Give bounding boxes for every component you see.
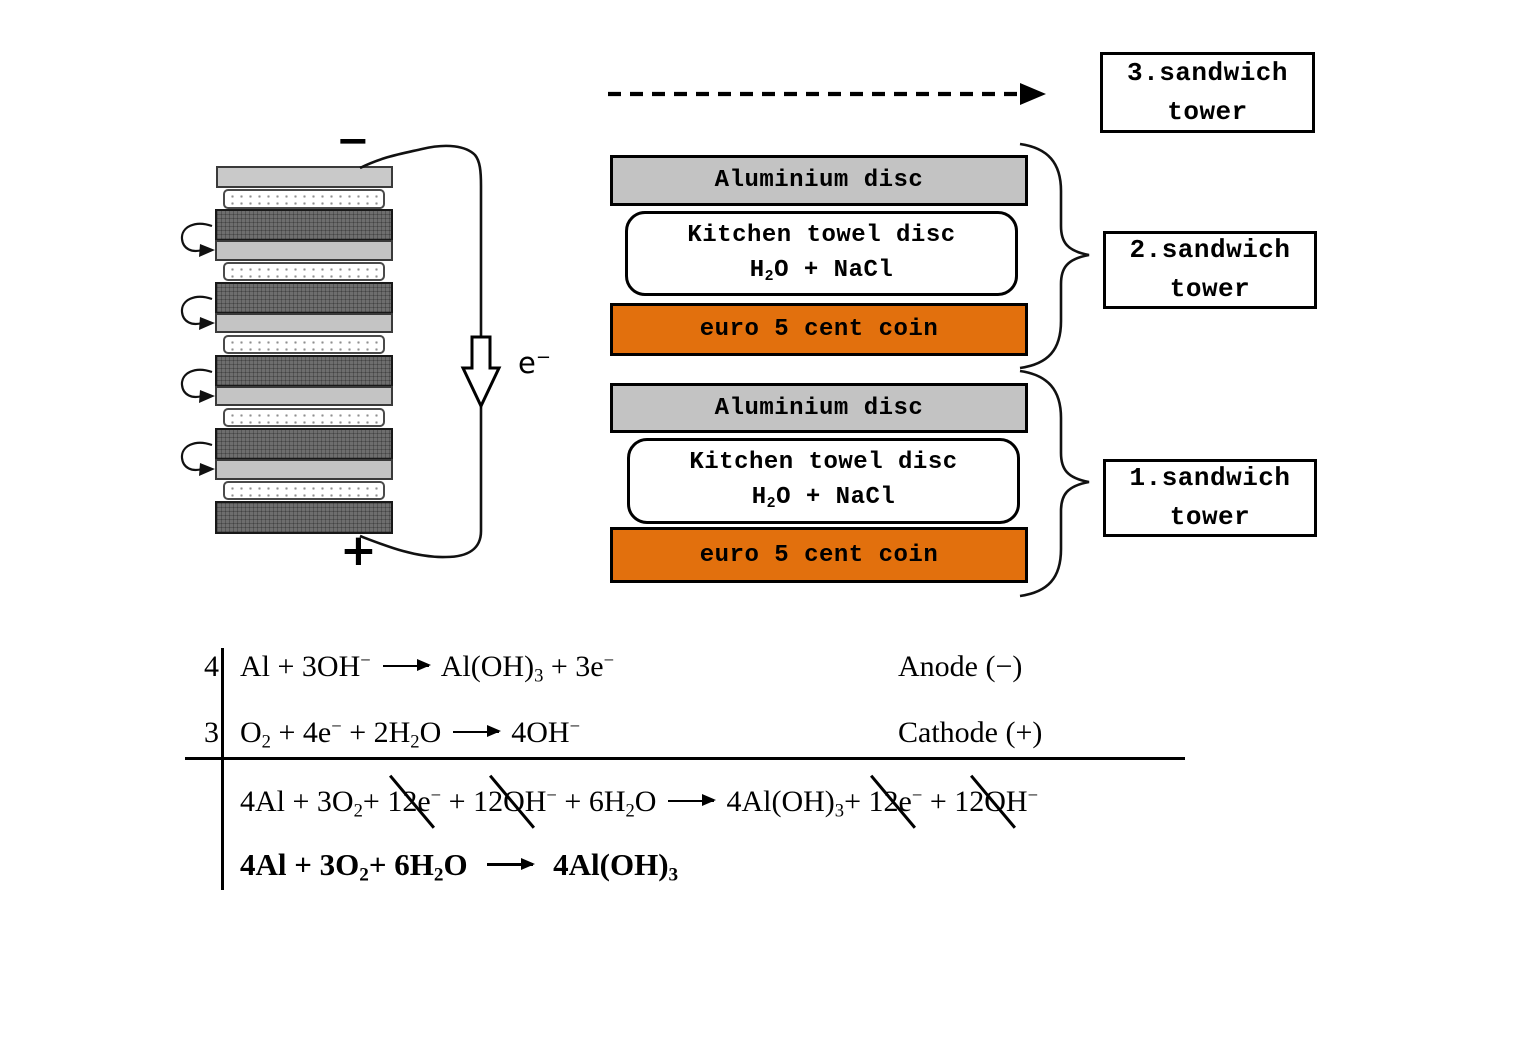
pile-layer-aluminium: [215, 386, 393, 406]
tower1-kitchen-towel-disc: Kitchen towel disc H2O + NaCl: [627, 438, 1020, 524]
voltaic-pile-diagram: − + e−: [0, 0, 600, 620]
brace-tower-2: [1019, 142, 1090, 370]
sandwich-tower-2-label: 2.sandwich tower: [1103, 231, 1317, 309]
electron-multiplier: 4: [204, 650, 219, 684]
pile-layer-aluminium: [215, 313, 393, 333]
pile-layer-aluminium: [215, 240, 393, 261]
assembly-step-arrow-head: [1020, 83, 1046, 105]
cathode-label: Cathode (+): [898, 716, 1043, 749]
pile-layer-aluminium: [215, 459, 393, 480]
pile-layer-coin: [215, 428, 393, 460]
pile-layer-coin: [215, 209, 393, 241]
tower1-aluminium-disc: Aluminium disc: [610, 383, 1028, 433]
pile-layer-towel: [223, 189, 385, 209]
anode-half-reaction: Al + 3OH−Al(OH)3 + 3e−: [240, 650, 615, 687]
sandwich-tower-3-label: 3.sandwich tower: [1100, 52, 1315, 133]
pile-layer-towel: [223, 408, 385, 427]
net-reaction: 4Al + 3O2+ 6H2O 4Al(OH)3: [240, 847, 679, 886]
tower1-coin-label: euro 5 cent coin: [699, 541, 939, 569]
negative-terminal-label: −: [336, 118, 370, 164]
brace-tower-1: [1019, 369, 1090, 598]
tower2-euro-coin: euro 5 cent coin: [610, 303, 1028, 356]
tower2-aluminium-label: Aluminium disc: [714, 167, 924, 194]
tower1-aluminium-label: Aluminium disc: [714, 394, 924, 422]
electron-flow-label: e−: [518, 346, 551, 380]
anode-half-reaction-row: 4 Al + 3OH−Al(OH)3 + 3e− Anode (−): [185, 650, 1195, 687]
pile-layer-towel: [223, 335, 385, 354]
pile-layer-towel: [223, 481, 385, 500]
tower2-aluminium-disc: Aluminium disc: [610, 155, 1028, 206]
coefficient-divider-line: [221, 648, 224, 890]
tower1-euro-coin: euro 5 cent coin: [610, 527, 1028, 583]
tower2-towel-solution-label: H2O + NaCl: [749, 256, 894, 285]
pile-layer-coin: [215, 282, 393, 314]
anode-label: Anode (−): [898, 650, 1023, 683]
net-reaction-row: 4Al + 3O2+ 6H2O 4Al(OH)3: [185, 847, 1195, 886]
tower2-coin-label: euro 5 cent coin: [699, 316, 939, 343]
pile-layer-towel: [223, 262, 385, 281]
pile-layer-coin: [215, 355, 393, 387]
tower1-towel-label: Kitchen towel disc: [689, 449, 958, 477]
sum-divider-line: [185, 757, 1185, 760]
sandwich-tower-1-label: 1.sandwich tower: [1103, 459, 1317, 537]
reaction-equations: 4 Al + 3OH−Al(OH)3 + 3e− Anode (−) 3 O2 …: [185, 640, 1195, 905]
pile-layer-aluminium: [216, 166, 393, 188]
positive-terminal-label: +: [340, 525, 377, 576]
tower2-kitchen-towel-disc: Kitchen towel disc H2O + NaCl: [625, 211, 1018, 296]
tower1-towel-solution-label: H2O + NaCl: [751, 484, 896, 513]
tower2-towel-label: Kitchen towel disc: [687, 221, 956, 249]
electron-multiplier: 3: [204, 716, 219, 750]
